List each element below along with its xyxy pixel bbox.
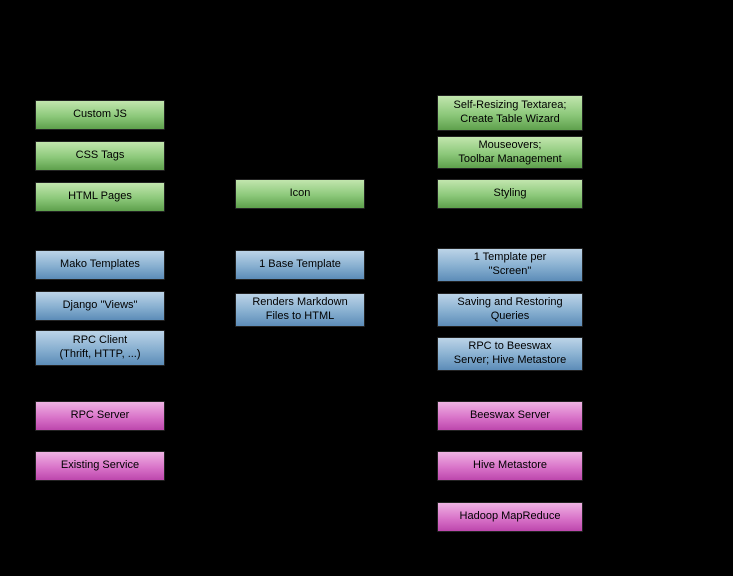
- box-rpc-to-beeswax: RPC to Beeswax Server; Hive Metastore: [437, 337, 583, 371]
- box-mouseovers: Mouseovers; Toolbar Management: [437, 136, 583, 169]
- box-self-resizing-textarea: Self-Resizing Textarea; Create Table Wiz…: [437, 95, 583, 131]
- box-styling: Styling: [437, 179, 583, 209]
- box-saving-queries: Saving and Restoring Queries: [437, 293, 583, 327]
- box-html-pages: HTML Pages: [35, 182, 165, 212]
- box-mako-templates: Mako Templates: [35, 250, 165, 280]
- box-hadoop-mapreduce: Hadoop MapReduce: [437, 502, 583, 532]
- box-css-tags: CSS Tags: [35, 141, 165, 171]
- box-existing-service: Existing Service: [35, 451, 165, 481]
- box-hive-metastore: Hive Metastore: [437, 451, 583, 481]
- box-custom-js: Custom JS: [35, 100, 165, 130]
- box-icon: Icon: [235, 179, 365, 209]
- box-template-per-screen: 1 Template per "Screen": [437, 248, 583, 282]
- box-django-views: Django "Views": [35, 291, 165, 321]
- box-renders-markdown: Renders Markdown Files to HTML: [235, 293, 365, 327]
- box-beeswax-server: Beeswax Server: [437, 401, 583, 431]
- box-rpc-client: RPC Client (Thrift, HTTP, ...): [35, 330, 165, 366]
- box-base-template: 1 Base Template: [235, 250, 365, 280]
- box-rpc-server: RPC Server: [35, 401, 165, 431]
